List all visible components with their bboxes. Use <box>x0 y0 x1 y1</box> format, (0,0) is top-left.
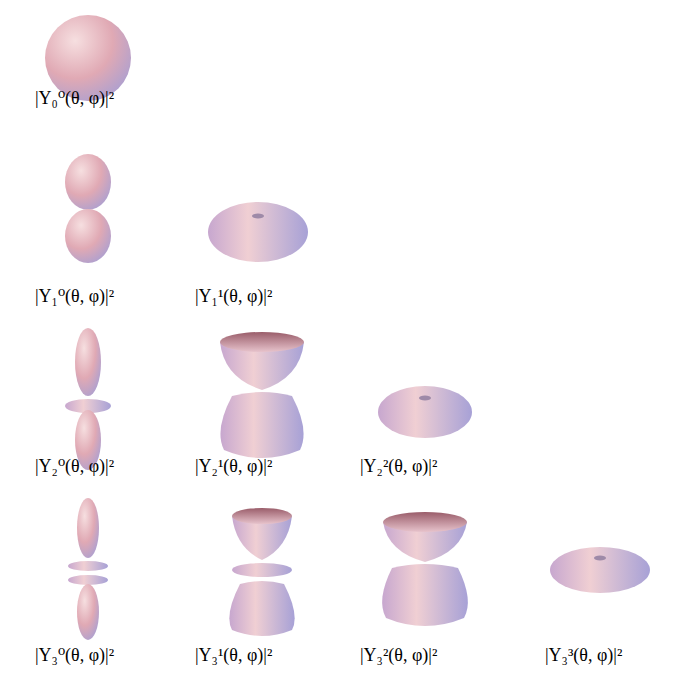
dimple <box>594 556 606 561</box>
bowl <box>382 564 468 626</box>
ring <box>232 563 292 577</box>
dimple <box>419 396 431 401</box>
torus <box>208 202 308 262</box>
lobe <box>65 154 111 210</box>
harmonic-label: |Y₃¹(θ, φ)|² <box>195 645 272 667</box>
harmonic-label: |Y₃²(θ, φ)|² <box>360 645 437 667</box>
ring <box>68 561 108 571</box>
lobe <box>75 328 101 396</box>
lobe <box>65 209 111 263</box>
harmonic-label: |Y₂⁰(θ, φ)|² <box>35 456 114 478</box>
torus <box>378 386 472 438</box>
harmonic-label: |Y₃⁰(θ, φ)|² <box>35 645 114 667</box>
harmonic-label: |Y₁⁰(θ, φ)|² <box>35 286 114 308</box>
harmonic-label: |Y₂¹(θ, φ)|² <box>195 456 272 478</box>
harmonic-label: |Y₂²(θ, φ)|² <box>360 456 437 478</box>
ring <box>68 575 108 585</box>
cup-opening <box>232 508 292 524</box>
bowl-opening <box>383 512 467 532</box>
cup <box>220 392 303 458</box>
lobe <box>77 584 99 640</box>
cup <box>229 581 294 636</box>
harmonic-label: |Y₀⁰(θ, φ)|² <box>35 88 114 110</box>
torus <box>550 547 650 593</box>
harmonic-label: |Y₁¹(θ, φ)|² <box>195 286 272 308</box>
dimple <box>252 214 264 219</box>
lobe <box>77 498 99 558</box>
cup-opening <box>220 332 304 352</box>
harmonic-label: |Y₃³(θ, φ)|² <box>545 645 622 667</box>
